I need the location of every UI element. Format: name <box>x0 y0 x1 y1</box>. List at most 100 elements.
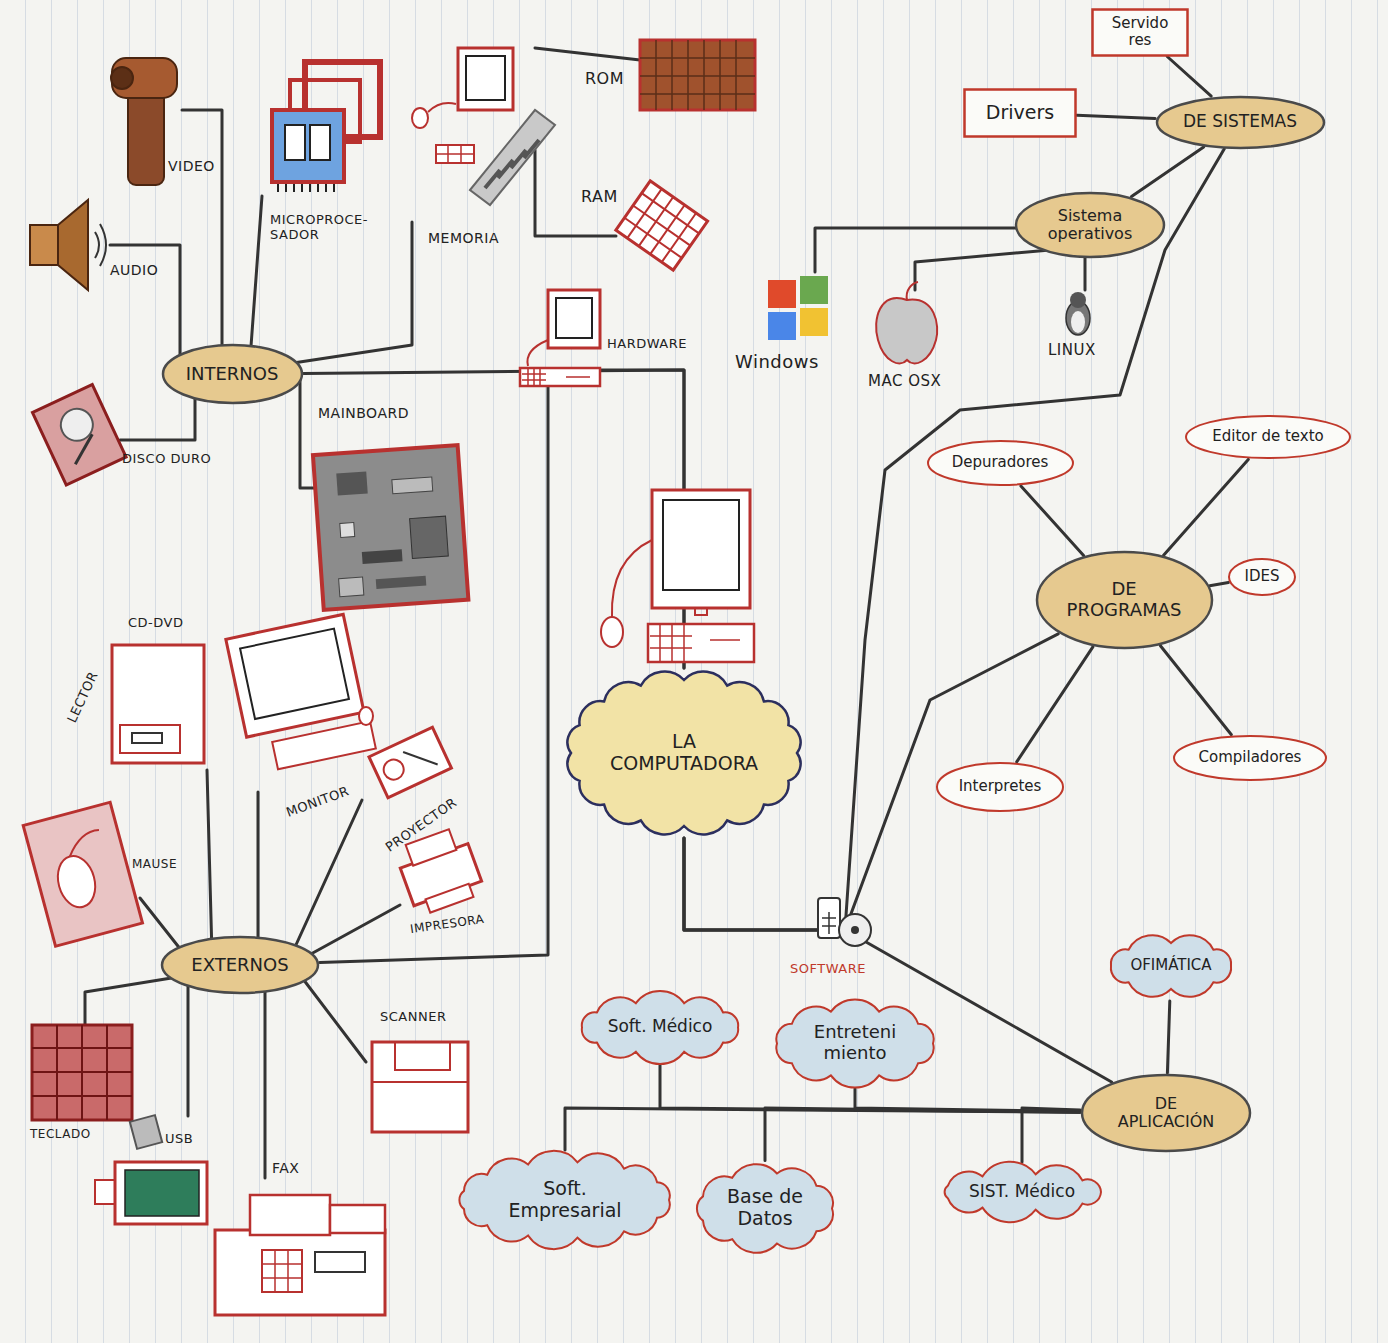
leader-lines-part <box>1084 255 1087 290</box>
part-label: RAM <box>581 188 618 206</box>
part-label: MONITOR <box>284 784 351 821</box>
computer-drawing-part <box>663 500 739 590</box>
mainboard-part <box>336 472 367 496</box>
speaker-part <box>30 225 58 265</box>
connector <box>1021 486 1084 555</box>
software-icon-part <box>839 914 871 946</box>
node-text: IDES <box>1245 568 1280 585</box>
hard-disk-part <box>32 385 126 485</box>
memory-part <box>470 110 555 205</box>
connector <box>565 1108 1080 1150</box>
microprocessor-part <box>278 184 334 192</box>
usb-drive-part <box>115 1162 207 1224</box>
node-text: Compiladores <box>1199 749 1302 766</box>
computer-drawing-part <box>601 617 623 647</box>
software-icon-part <box>822 912 836 934</box>
part-label: ROM <box>585 70 624 88</box>
category-ellipse-shape <box>1082 1075 1250 1151</box>
video-camera-part <box>128 85 164 185</box>
node-text: Servido res <box>1100 15 1180 50</box>
hardware-icon-part <box>522 368 590 386</box>
hard-disk <box>32 385 126 485</box>
leader-lines-part <box>535 48 640 60</box>
part-label: DISCO DURO <box>122 452 211 467</box>
part-label: USB <box>165 1132 193 1147</box>
leader-lines-part <box>915 250 1050 290</box>
part-label: SCANNER <box>380 1010 446 1025</box>
part-label: Windows <box>735 352 819 373</box>
apple-logo-part <box>876 298 937 363</box>
computer-drawing-part <box>648 624 754 662</box>
node-text: Soft. Médico <box>608 1017 713 1037</box>
part-label: VIDEO <box>168 158 215 174</box>
microprocessor-part <box>272 110 344 182</box>
item-ellipse-shape <box>928 441 1073 485</box>
part-label: MICROPROCE- SADOR <box>270 213 382 243</box>
video-camera-part <box>112 58 177 98</box>
part-label: TECLADO <box>30 1128 91 1142</box>
memory <box>412 48 555 205</box>
category-ellipse: DE PROGRAMAS <box>1035 550 1214 650</box>
connector <box>1167 57 1211 97</box>
part-label: HARDWARE <box>607 337 687 352</box>
monitor <box>226 614 376 775</box>
item-ellipse: Editor de texto <box>1184 414 1352 460</box>
software-icon-part <box>851 926 859 934</box>
hard-disk-part <box>56 404 99 447</box>
speaker-part <box>95 232 99 258</box>
leader-lines-part <box>85 975 190 1025</box>
node-text: Drivers <box>986 102 1055 124</box>
rom-chip-part <box>640 40 755 110</box>
microprocessor-part <box>285 125 305 160</box>
windows-logo-part <box>768 280 796 308</box>
speaker-part <box>100 224 106 266</box>
hard-disk-part <box>67 434 101 464</box>
fax-part <box>215 1230 385 1315</box>
memory-part <box>428 103 456 112</box>
leader-lines-part <box>140 898 185 955</box>
item-cloud: Entreteni miento <box>765 998 945 1089</box>
connector <box>1132 147 1204 197</box>
rect-box-shape <box>965 90 1076 137</box>
monitor-part <box>226 614 364 737</box>
mainboard-part <box>340 523 355 538</box>
part-label: LINUX <box>1048 342 1096 359</box>
part-label: MEMORIA <box>428 230 499 246</box>
software-icon-part <box>818 898 840 938</box>
apple-logo-part <box>907 282 918 300</box>
node-text: Editor de texto <box>1212 428 1324 445</box>
computer-drawing <box>601 490 754 662</box>
item-ellipse-shape <box>937 763 1063 811</box>
part-label: MAC OSX <box>868 373 941 390</box>
item-ellipse: Depuradores <box>926 439 1075 487</box>
connector <box>1160 646 1231 735</box>
part-label: IMPRESORA <box>409 913 485 937</box>
leader-lines-part <box>290 800 362 958</box>
node-text: OFIMÁTICA <box>1130 957 1212 974</box>
mouse-part <box>52 852 100 912</box>
mouse-part <box>65 829 104 856</box>
keyboard <box>32 1025 132 1120</box>
rect-box: Servido res <box>1091 8 1189 57</box>
monitor-part <box>240 629 349 719</box>
speaker <box>30 200 106 290</box>
category-ellipse-shape <box>1037 552 1212 648</box>
memory-part <box>485 140 539 188</box>
item-cloud: SIST. Médico <box>931 1162 1113 1222</box>
windows-logo-part <box>800 276 828 304</box>
connector <box>684 149 1224 930</box>
ram-module <box>616 181 708 270</box>
category-ellipse: INTERNOS <box>161 343 304 405</box>
rom-chip <box>640 40 755 110</box>
item-cloud: Soft. Empresarial <box>449 1150 681 1250</box>
node-text: DE SISTEMAS <box>1183 112 1298 132</box>
connector <box>304 370 685 668</box>
memory-part <box>466 56 505 100</box>
part-label: CD-DVD <box>128 616 183 631</box>
leader-lines-part <box>300 975 366 1062</box>
leader-lines-part <box>250 196 262 360</box>
hardware-icon <box>520 290 600 386</box>
connector <box>1017 647 1093 762</box>
hardware-icon-part <box>548 290 600 348</box>
connector <box>1164 459 1249 555</box>
